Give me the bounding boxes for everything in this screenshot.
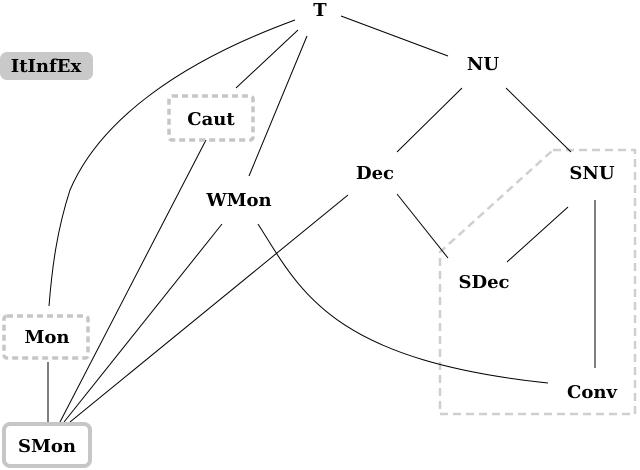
edge-t-nu: [340, 15, 449, 57]
edge-dec-sdec: [396, 193, 449, 259]
node-mon: Mon: [24, 327, 69, 348]
node-smon: SMon: [18, 436, 76, 457]
node-nu: NU: [467, 54, 499, 75]
node-sdec: SDec: [458, 272, 509, 293]
edge-t-mon: [48, 19, 296, 307]
node-dec: Dec: [356, 163, 394, 184]
tag-background: [0, 52, 93, 80]
node-t: T: [313, 0, 327, 21]
edge-t-wmon: [248, 35, 308, 177]
edge-caut-smon: [59, 139, 207, 423]
edge-wmon-smon: [63, 223, 223, 423]
edge-t-caut: [235, 29, 299, 89]
edge-nu-dec: [396, 87, 463, 153]
edges: [47, 15, 596, 423]
edge-dec-smon: [69, 194, 349, 423]
smon-solid-box: [2, 422, 92, 468]
node-wmon: WMon: [205, 190, 271, 211]
edge-wmon-conv: [257, 223, 549, 384]
tag-label: ItInfEx: [11, 56, 82, 77]
edge-snu-sdec: [506, 206, 569, 263]
caut-dashed-box: [167, 94, 255, 142]
edge-nu-snu: [505, 87, 572, 153]
node-snu: SNU: [569, 163, 614, 184]
node-conv: Conv: [567, 382, 617, 403]
node-caut: Caut: [187, 109, 235, 130]
mon-dashed-box: [2, 314, 90, 360]
region-dashed-outline: [438, 148, 637, 416]
